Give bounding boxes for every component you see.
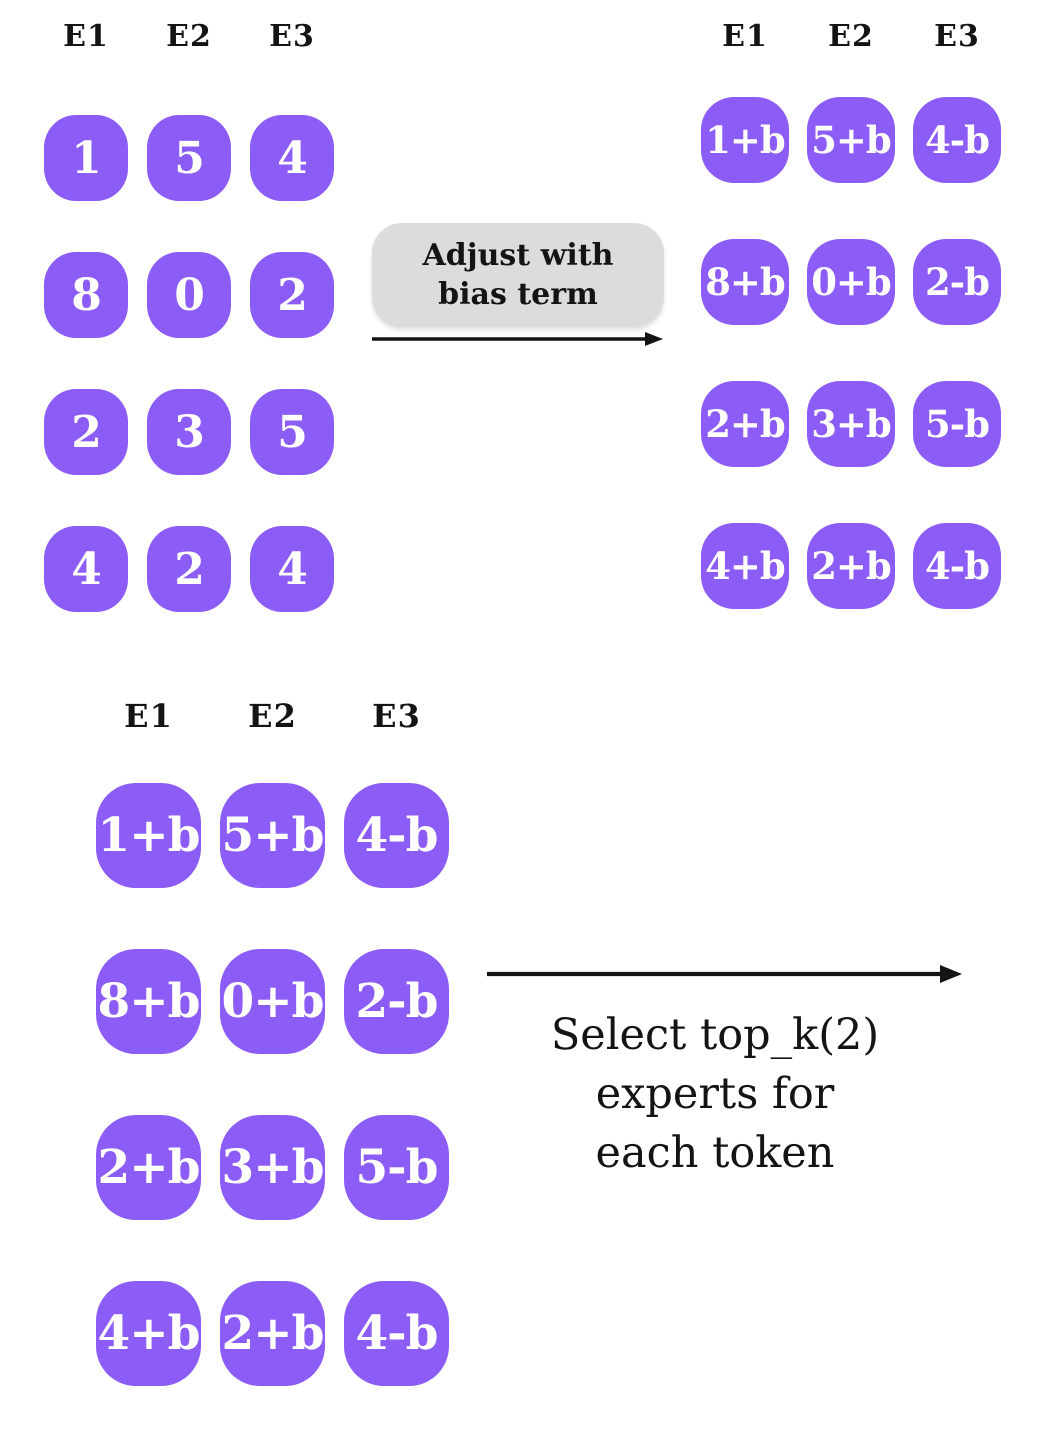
score-cell: 5 (147, 115, 231, 201)
raw-scores-cells: 1 5 4 8 0 2 2 3 5 4 2 4 (44, 115, 334, 612)
score-cell: 4-b (344, 1281, 449, 1386)
score-cell: 5 (250, 389, 334, 475)
bottom-adjusted-grid: E1 E2 E3 1+b 5+b 4-b 8+b 0+b 2-b 2+b 3+b… (96, 698, 449, 1386)
score-cell: 3+b (220, 1115, 325, 1220)
score-cell: 2-b (913, 239, 1001, 325)
score-cell: 0+b (807, 239, 895, 325)
adjusted-scores-headers: E1 E2 E3 (701, 20, 1001, 54)
raw-scores-headers: E1 E2 E3 (44, 20, 334, 54)
score-cell: 2+b (96, 1115, 201, 1220)
score-cell: 2+b (807, 523, 895, 609)
column-header-e2: E2 (248, 697, 297, 735)
score-cell: 8+b (701, 239, 789, 325)
bias-label-line1: Adjust with (422, 238, 614, 273)
score-cell: 3 (147, 389, 231, 475)
score-cell: 4-b (913, 97, 1001, 183)
score-cell: 4-b (344, 783, 449, 888)
score-cell: 5-b (344, 1115, 449, 1220)
score-cell: 1+b (96, 783, 201, 888)
score-cell: 3+b (807, 381, 895, 467)
score-cell: 4 (44, 526, 128, 612)
score-cell: 2+b (701, 381, 789, 467)
column-header-e3: E3 (372, 697, 421, 735)
column-header-e3: E3 (934, 19, 980, 54)
score-cell: 2-b (344, 949, 449, 1054)
caption-line2: experts for (595, 1069, 835, 1119)
score-cell: 4+b (701, 523, 789, 609)
column-header-e1: E1 (63, 19, 109, 54)
score-cell: 2 (147, 526, 231, 612)
score-cell: 5+b (807, 97, 895, 183)
select-arrow-right-icon (487, 965, 962, 983)
score-cell: 4 (250, 115, 334, 201)
bias-label-line2: bias term (438, 277, 598, 312)
score-cell: 4-b (913, 523, 1001, 609)
adjusted-scores-grid: E1 E2 E3 1+b 5+b 4-b 8+b 0+b 2-b 2+b 3+b… (701, 20, 1001, 609)
column-header-e3: E3 (269, 19, 315, 54)
column-header-e2: E2 (166, 19, 212, 54)
adjusted-scores-cells: 1+b 5+b 4-b 8+b 0+b 2-b 2+b 3+b 5-b 4+b … (701, 97, 1001, 609)
score-cell: 2 (250, 252, 334, 338)
bottom-grid-headers: E1 E2 E3 (96, 698, 449, 734)
score-cell: 1+b (701, 97, 789, 183)
bias-label-box: Adjust with bias term (372, 223, 664, 327)
score-cell: 0 (147, 252, 231, 338)
score-cell: 5+b (220, 783, 325, 888)
score-cell: 1 (44, 115, 128, 201)
score-cell: 2+b (220, 1281, 325, 1386)
column-header-e1: E1 (722, 19, 768, 54)
caption-line3: each token (595, 1128, 835, 1178)
score-cell: 8+b (96, 949, 201, 1054)
raw-scores-grid: E1 E2 E3 1 5 4 8 0 2 2 3 5 4 2 4 (44, 20, 334, 612)
score-cell: 2 (44, 389, 128, 475)
score-cell: 4+b (96, 1281, 201, 1386)
score-cell: 0+b (220, 949, 325, 1054)
select-topk-caption: Select top_k(2) experts for each token (478, 1006, 952, 1183)
score-cell: 5-b (913, 381, 1001, 467)
score-cell: 8 (44, 252, 128, 338)
score-cell: 4 (250, 526, 334, 612)
caption-line1: Select top_k(2) (550, 1010, 880, 1060)
bias-arrow-right-icon (372, 332, 663, 346)
column-header-e1: E1 (124, 697, 173, 735)
column-header-e2: E2 (828, 19, 874, 54)
bottom-grid-cells: 1+b 5+b 4-b 8+b 0+b 2-b 2+b 3+b 5-b 4+b … (96, 783, 449, 1386)
